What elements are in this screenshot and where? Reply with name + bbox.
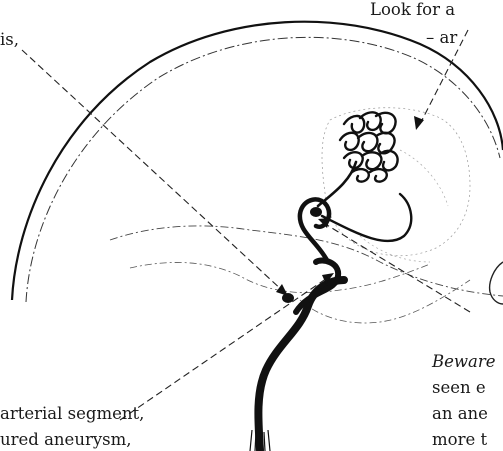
label-top-left-fragment: is,: [0, 32, 19, 49]
skull-outer-outline: [12, 22, 503, 300]
trunk-frayed-end: [250, 430, 270, 451]
label-bottom-right-line4: more t: [432, 432, 487, 449]
posterior-branch-artery: [322, 194, 411, 241]
label-bottom-right-line2: seen e: [432, 380, 486, 397]
label-bottom-right-line3: an ane: [432, 406, 488, 423]
leader-bottom-left: [120, 276, 330, 420]
label-top-right-line2: – ar: [426, 30, 457, 47]
middle-cerebral-artery: [318, 162, 356, 206]
right-edge-curve: [490, 262, 503, 304]
label-bottom-left-line1: arterial segment,: [0, 406, 144, 423]
aneurysm-upper: [310, 207, 322, 217]
avm-tangle: [340, 112, 398, 181]
leader-bottom-right: [322, 222, 470, 312]
vascular-branch-dotted-1: [400, 150, 448, 206]
label-top-right-line1: Look for a: [370, 2, 455, 19]
leader-top-left: [22, 50, 284, 292]
leader-lines: [22, 30, 470, 420]
label-bottom-right-line1: Beware: [432, 354, 496, 371]
label-bottom-left-line2: ured aneurysm,: [0, 432, 132, 449]
